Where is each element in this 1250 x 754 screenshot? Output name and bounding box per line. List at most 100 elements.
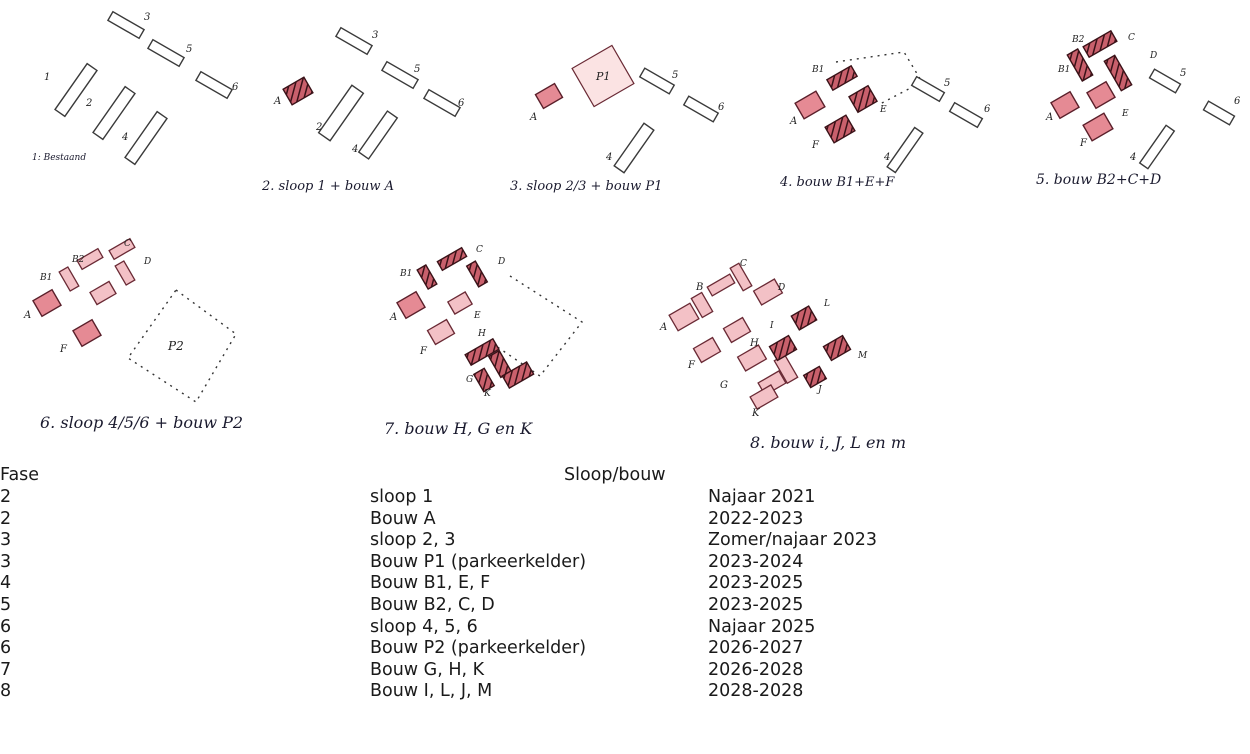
label-4: 4 (351, 144, 358, 155)
label-5: 5 (944, 78, 950, 89)
label-3: 3 (144, 12, 150, 23)
cell-sloop-bouw: sloop 1 (370, 487, 434, 507)
cell-periode: 2022-2023 (708, 508, 804, 529)
label-5: 5 (672, 70, 678, 81)
cell-fase: 8 (0, 681, 12, 702)
cell-fase: 3 (0, 530, 12, 551)
cell-sloop-bouw: Bouw P2 (parkeerkelder) (370, 638, 587, 659)
label-H: H (749, 338, 759, 349)
phase-2-sketch: A 2 3 4 5 6 2. sloop 1 + bouw A (261, 26, 465, 194)
label-4: 4 (1129, 152, 1136, 163)
cell-periode: Zomer/najaar 2023 (708, 530, 878, 551)
label-A: A (529, 112, 537, 123)
label-B2: B2 (71, 255, 85, 265)
cell-periode: Najaar 2021 (708, 487, 816, 507)
label-K: K (483, 389, 492, 399)
phase-1-sketch: 1 2 3 4 5 6 1: Bestaand (32, 10, 239, 166)
label-6: 6 (1234, 96, 1241, 107)
cell-fase: 5 (0, 594, 12, 615)
label-M: M (857, 351, 868, 361)
label-A: A (273, 96, 281, 107)
cell-sloop-bouw: sloop 4, 5, 6 (370, 616, 478, 637)
phase-3-caption: 3. sloop 2/3 + bouw P1 (510, 179, 662, 194)
phase-5-sketch: A B1 B2 C D E F 4 5 6 5. bouw B2+C+D (1036, 29, 1241, 188)
cell-periode: 2023-2025 (708, 573, 804, 594)
label-D: D (1149, 51, 1157, 61)
phase-7-caption: 7. bouw H, G en K (384, 419, 533, 438)
cell-fase: 6 (0, 638, 12, 659)
phase-6-sketch: A B1 B2 C D F P2 6. sloop 4/5/6 + bouw P… (23, 237, 243, 432)
phase-8-sketch: A B C D F G H I J K L M 8. bouw i, J, L … (659, 259, 906, 452)
label-B1: B1 (399, 269, 412, 279)
label-A: A (1045, 112, 1053, 123)
phase-4-sketch: A B1 E F 4 5 6 4. bouw B1+E+F (779, 51, 991, 190)
cell-fase: 7 (0, 659, 12, 680)
cell-fase: 3 (0, 551, 12, 572)
cell-sloop-bouw: Bouw G, H, K (370, 659, 485, 680)
label-5: 5 (186, 44, 192, 55)
label-E: E (1121, 109, 1129, 119)
cell-fase: 2 (0, 508, 12, 529)
label-C: C (124, 239, 131, 249)
label-C: C (1128, 33, 1135, 43)
label-L: L (823, 299, 830, 309)
cell-sloop-bouw: Bouw P1 (parkeerkelder) (370, 551, 587, 572)
table-row: 2 sloop 1 Najaar 2021 (0, 487, 1250, 509)
label-B1: B1 (39, 273, 52, 283)
label-A: A (659, 322, 667, 333)
cell-fase: 2 (0, 487, 12, 507)
cell-sloop-bouw: Bouw B2, C, D (370, 594, 495, 615)
table-row: 6 Bouw P2 (parkeerkelder) 2026-2027 (0, 638, 1250, 660)
label-K: K (751, 408, 760, 419)
header-sloop-bouw: Sloop/bouw (564, 465, 666, 485)
label-B: B (695, 282, 703, 293)
label-H: H (477, 329, 486, 339)
label-6: 6 (458, 98, 465, 109)
label-G: G (466, 375, 473, 385)
label-D: D (143, 257, 151, 267)
cell-fase: 6 (0, 616, 12, 637)
label-3: 3 (372, 30, 378, 41)
label-A: A (23, 310, 31, 321)
table-row: 5 Bouw B2, C, D 2023-2025 (0, 595, 1250, 617)
label-E: E (473, 311, 481, 321)
cell-sloop-bouw: Bouw B1, E, F (370, 573, 491, 594)
cell-periode: 2028-2028 (708, 681, 804, 702)
label-G: G (720, 380, 728, 391)
label-A: A (789, 116, 797, 127)
cell-periode: 2023-2025 (708, 594, 804, 615)
label-B1: B1 (811, 65, 824, 75)
phase-2-caption: 2. sloop 1 + bouw A (261, 179, 394, 194)
label-E: E (879, 105, 887, 115)
label-J: J (816, 385, 823, 395)
label-6: 6 (232, 82, 239, 93)
label-6: 6 (718, 102, 725, 113)
label-B1: B1 (1057, 65, 1070, 75)
label-4: 4 (883, 152, 890, 163)
cell-periode: 2026-2027 (708, 638, 804, 659)
label-2: 2 (85, 98, 92, 109)
table-row: 3 sloop 2, 3 Zomer/najaar 2023 (0, 530, 1250, 552)
label-D: D (777, 283, 785, 293)
cell-sloop-bouw: Bouw A (370, 508, 436, 529)
phase-6-caption: 6. sloop 4/5/6 + bouw P2 (40, 413, 243, 432)
label-D: D (497, 257, 505, 267)
label-2: 2 (315, 122, 322, 133)
label-F: F (811, 140, 820, 151)
label-B2: B2 (1071, 35, 1085, 45)
table-header: Fase Sloop/bouw (0, 465, 1250, 487)
phase-5-caption: 5. bouw B2+C+D (1036, 172, 1161, 188)
phase-sketches: 1 2 3 4 5 6 1: Bestaand A 2 3 4 5 6 2. s… (23, 10, 1241, 452)
phase-3-sketch: A P1 4 5 6 3. sloop 2/3 + bouw P1 (510, 44, 725, 194)
cell-sloop-bouw: sloop 2, 3 (370, 530, 456, 551)
label-C: C (740, 259, 747, 269)
label-C: C (476, 245, 483, 255)
header-fase: Fase (0, 465, 40, 485)
label-5: 5 (414, 64, 420, 75)
phase-4-caption: 4. bouw B1+E+F (779, 175, 895, 190)
